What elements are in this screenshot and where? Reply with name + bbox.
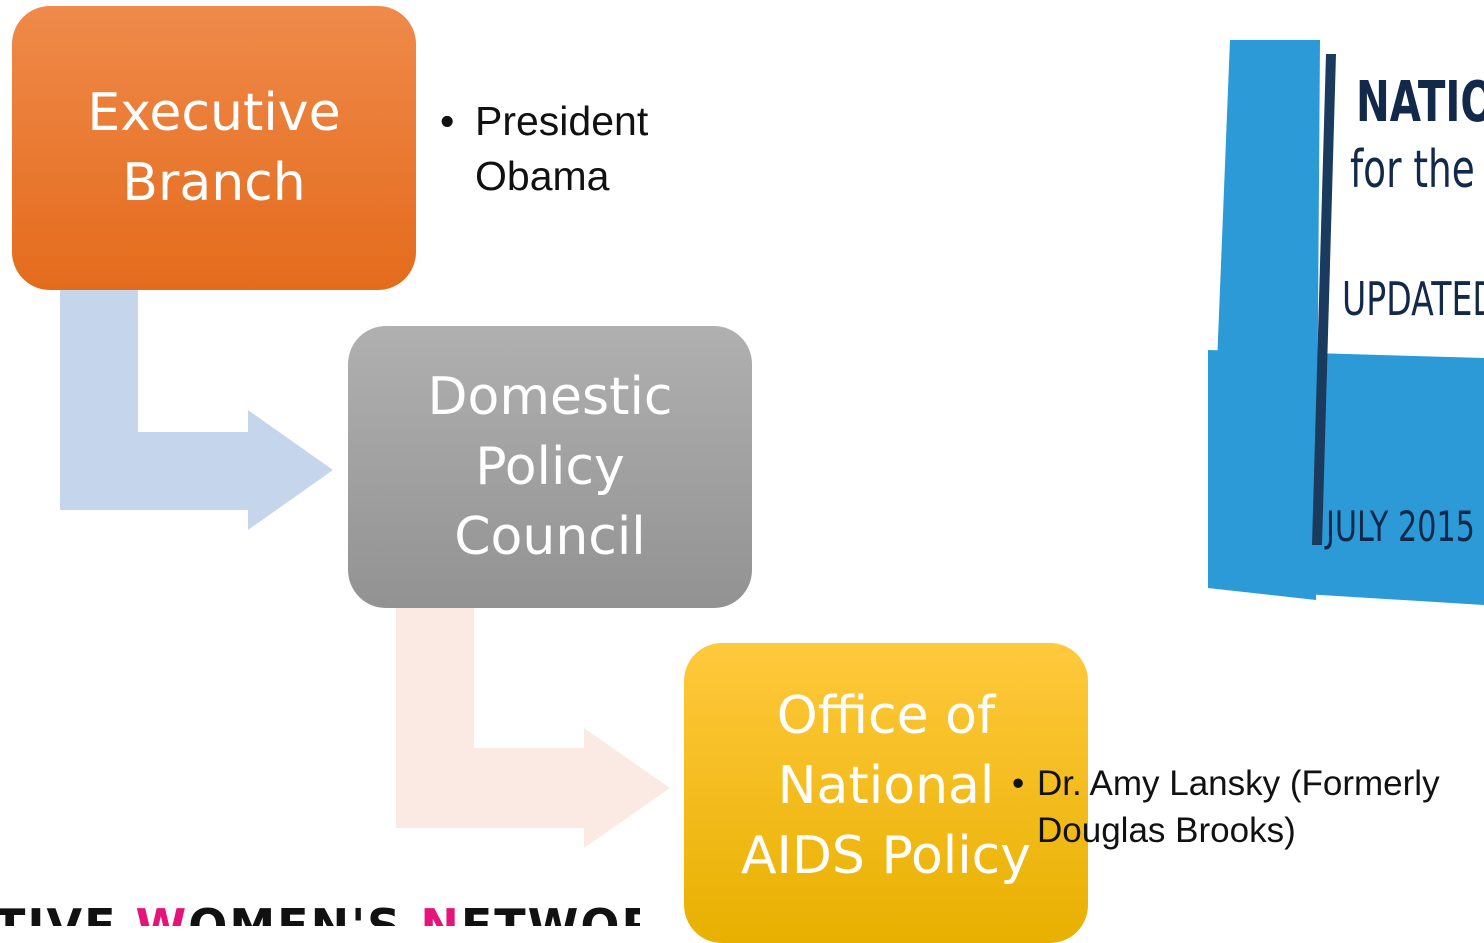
logo-w: W xyxy=(135,899,189,926)
bullet-president: • President Obama xyxy=(440,94,740,204)
logo-text: TIVE WOMEN'S NETWORK xyxy=(0,899,640,926)
logo-part3: ETWORK xyxy=(460,899,640,926)
report-date: JULY 2015 xyxy=(1326,502,1475,551)
bullet-president-text: President Obama xyxy=(475,98,649,199)
office-national-aids-policy-box: Office of National AIDS Policy xyxy=(684,643,1088,943)
strategy-report-cover-image: NATION for the U UPDATED T JULY 2015 xyxy=(1208,40,1484,605)
domestic-policy-council-label: Domestic Policy Council xyxy=(427,367,673,567)
domestic-policy-council-box: Domestic Policy Council xyxy=(348,326,752,608)
report-subtitle: for the U xyxy=(1350,140,1484,200)
logo-part1: TIVE xyxy=(0,899,136,926)
report-title: NATION xyxy=(1356,70,1484,135)
logo-part2: OMEN'S xyxy=(188,899,421,926)
organization-logo: TIVE WOMEN'S NETWORK xyxy=(0,895,640,926)
bullet-director-text: Dr. Amy Lansky (Formerly Douglas Brooks) xyxy=(1037,764,1440,850)
arrow-dpc-to-onap xyxy=(396,608,670,848)
bullet-director: • Dr. Amy Lansky (Formerly Douglas Brook… xyxy=(1012,760,1484,854)
report-updated: UPDATED T xyxy=(1342,272,1484,326)
executive-branch-label: Executive Branch xyxy=(87,83,341,213)
executive-branch-box: Executive Branch xyxy=(12,6,416,290)
logo-n: N xyxy=(420,899,461,926)
report-cover-graphic xyxy=(1208,40,1484,605)
bullet-dot: • xyxy=(1012,764,1025,803)
arrow-executive-to-dpc xyxy=(60,290,333,530)
bullet-dot: • xyxy=(440,98,455,144)
office-national-aids-policy-label: Office of National AIDS Policy xyxy=(740,686,1032,886)
report-subtitle-pre: for the xyxy=(1350,140,1484,200)
